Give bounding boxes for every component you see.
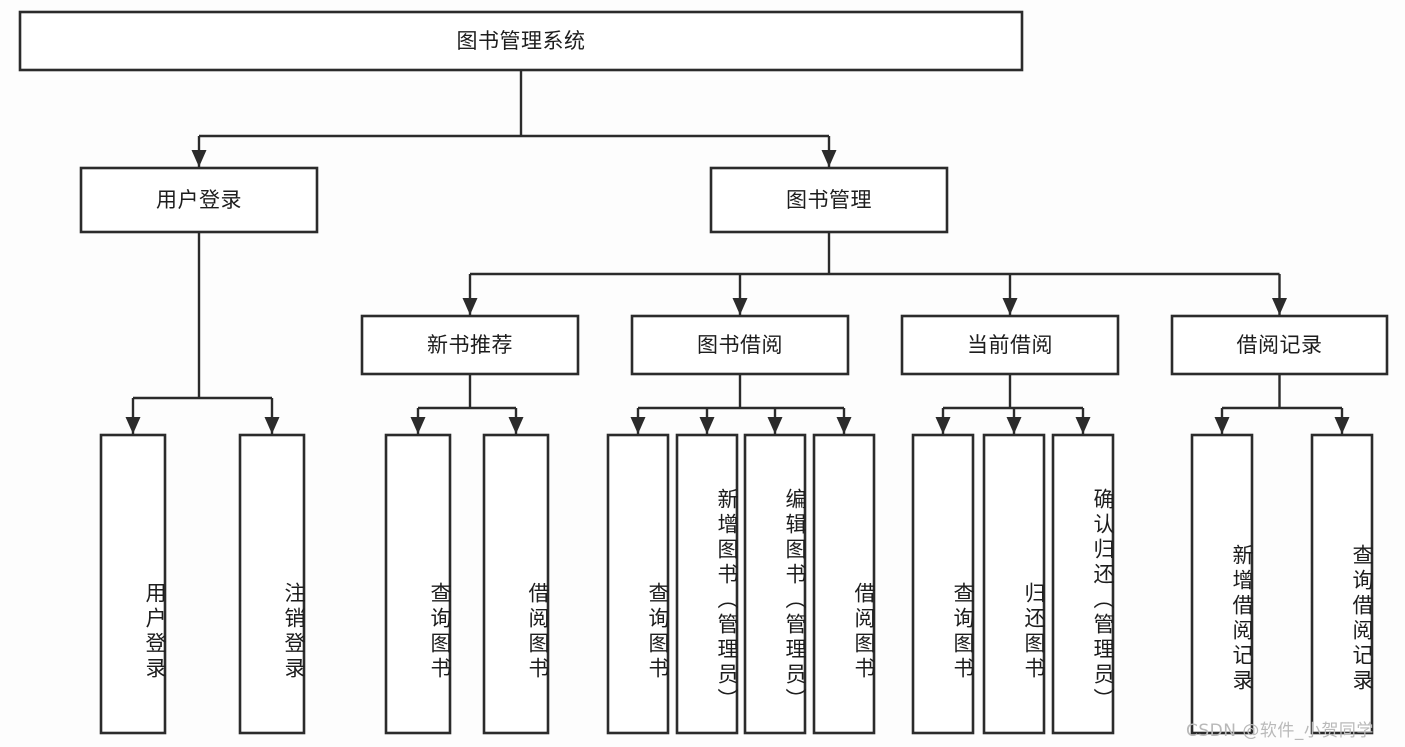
node-leaf-box[interactable] (982, 433, 1046, 735)
node-leaf-box[interactable] (482, 433, 550, 735)
node-leaf-box[interactable] (911, 433, 975, 735)
node-leaf-box[interactable] (1051, 433, 1115, 735)
node-leaf-box[interactable] (238, 433, 306, 735)
borrow-to-leaves-arrow-1 (699, 417, 715, 434)
node-leaf-box[interactable] (1310, 433, 1374, 735)
node-leaf-box[interactable] (384, 433, 452, 735)
boxes-layer (18, 10, 1389, 735)
node-level3-box[interactable] (900, 314, 1120, 376)
node-level3-label: 当前借阅 (967, 333, 1053, 357)
bookmgmt-to-level3-arrow-0 (462, 298, 478, 315)
bookmgmt-to-level3-arrow-3 (1272, 298, 1287, 315)
borrow-to-leaves-arrow-0 (630, 417, 646, 434)
node-level2-label: 图书管理 (786, 188, 872, 212)
borrow-to-leaves-arrow-3 (836, 417, 852, 434)
record-to-leaves-arrow-1 (1334, 417, 1350, 434)
node-leaf-box[interactable] (99, 433, 167, 735)
record-to-leaves-arrow-0 (1214, 417, 1230, 434)
login-to-leaves-arrow-0 (125, 417, 141, 434)
root-to-level2-arrow-0 (191, 150, 207, 167)
newbook-to-leaves-arrow-0 (410, 417, 426, 434)
node-level2-box[interactable] (79, 166, 319, 234)
newbook-to-leaves-arrow-1 (508, 417, 524, 434)
node-level3-box[interactable] (630, 314, 850, 376)
connectors-layer (125, 70, 1350, 434)
node-level3-box[interactable] (360, 314, 580, 376)
node-level3-label: 新书推荐 (427, 333, 513, 357)
node-root-label: 图书管理系统 (457, 29, 586, 53)
node-level3-label: 借阅记录 (1237, 333, 1323, 357)
root-to-level2-arrow-1 (821, 150, 837, 167)
node-level3-box[interactable] (1170, 314, 1389, 376)
node-leaf-box[interactable] (812, 433, 876, 735)
node-level2-label: 用户登录 (156, 188, 242, 212)
bookmgmt-to-level3-arrow-1 (732, 298, 748, 315)
bookmgmt-to-level3-arrow-2 (1002, 298, 1018, 315)
node-root-box[interactable] (18, 10, 1024, 72)
current-to-leaves-arrow-1 (1006, 417, 1022, 434)
node-leaf-box[interactable] (1190, 433, 1254, 735)
node-level2-box[interactable] (709, 166, 949, 234)
node-leaf-box[interactable] (675, 433, 739, 735)
node-leaf-box[interactable] (606, 433, 670, 735)
current-to-leaves-arrow-2 (1075, 417, 1091, 434)
node-level3-label: 图书借阅 (697, 333, 783, 357)
node-leaf-box[interactable] (743, 433, 807, 735)
borrow-to-leaves-arrow-2 (767, 417, 783, 434)
watermark-text: CSDN @软件_小贺同学 (1186, 721, 1374, 741)
current-to-leaves-arrow-0 (935, 417, 951, 434)
login-to-leaves-arrow-1 (264, 417, 280, 434)
